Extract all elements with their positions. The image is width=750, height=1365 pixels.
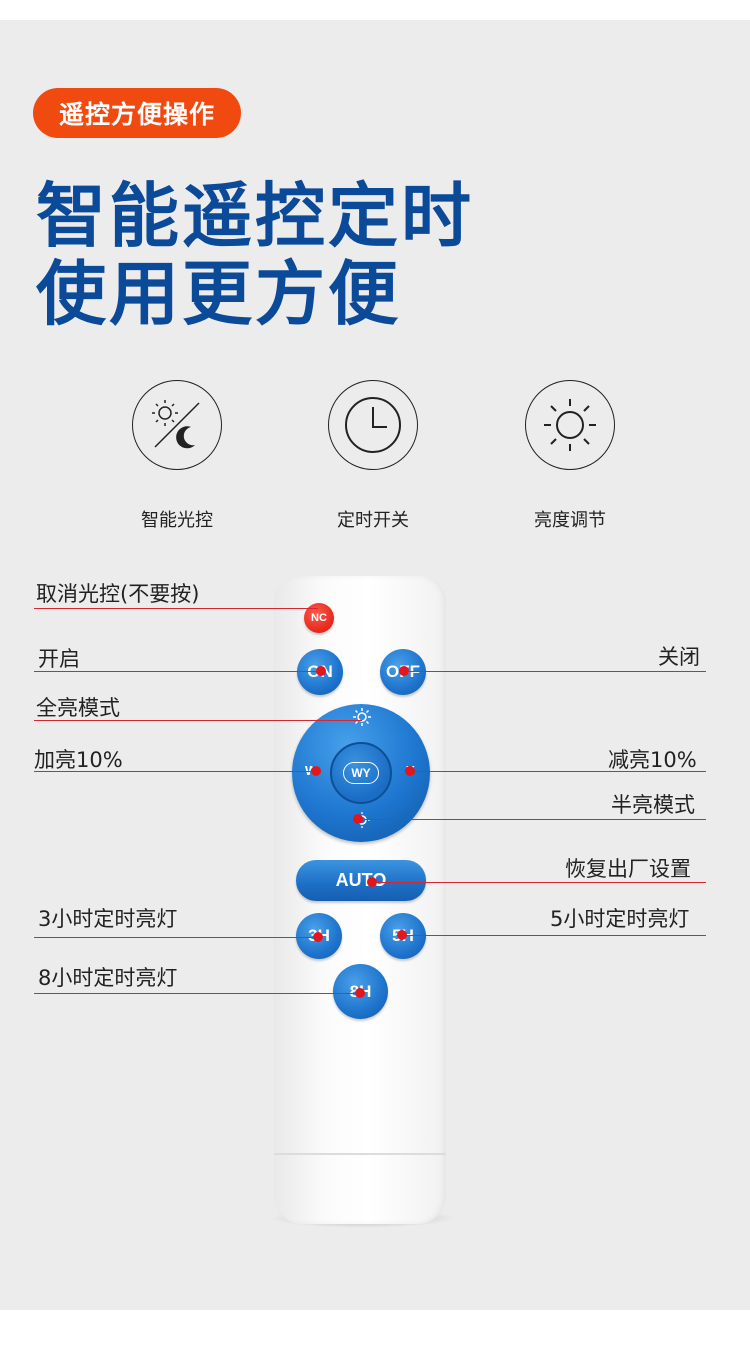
callout-off: 关闭 — [658, 645, 700, 669]
callout-on: 开启 — [38, 647, 80, 671]
feature-badge: 遥控方便操作 — [33, 88, 241, 138]
feature-label: 智能光控 — [141, 510, 213, 531]
sun-icon — [525, 380, 615, 470]
sun-moon-icon — [132, 380, 222, 470]
callout-line — [404, 671, 706, 673]
callout-dot — [355, 988, 365, 998]
headline-line-1: 智能遥控定时 — [36, 175, 474, 257]
callout-line — [34, 993, 360, 995]
remote-seam — [274, 1153, 446, 1155]
callout-line — [402, 935, 706, 937]
feature-label: 定时开关 — [337, 510, 409, 531]
callout-dot — [367, 877, 377, 887]
callout-dot — [316, 666, 326, 676]
callout-8h: 8小时定时亮灯 — [38, 966, 178, 990]
callout-full-bright: 全亮模式 — [36, 696, 120, 720]
callout-dot — [311, 766, 321, 776]
callout-line — [358, 819, 706, 821]
callout-nc: 取消光控(不要按) — [36, 582, 200, 606]
callout-line — [34, 937, 318, 939]
callout-3h: 3小时定时亮灯 — [38, 907, 178, 931]
callout-line — [410, 771, 706, 773]
callout-reset: 恢复出厂设置 — [565, 857, 691, 881]
feature-label: 亮度调节 — [534, 510, 606, 531]
callout-line — [34, 720, 362, 722]
callout-dot — [397, 930, 407, 940]
callout-5h: 5小时定时亮灯 — [550, 907, 690, 931]
wy-label: WY — [343, 762, 379, 784]
callout-line — [372, 882, 706, 884]
callout-line — [34, 608, 318, 610]
callout-line — [34, 671, 322, 673]
callout-dot — [405, 766, 415, 776]
auto-button[interactable]: AUTO — [296, 860, 426, 901]
callout-half-bright: 半亮模式 — [611, 793, 695, 817]
wy-center-button[interactable]: WY — [330, 742, 392, 804]
callout-dot — [399, 666, 409, 676]
headline-line-2: 使用更方便 — [36, 253, 401, 335]
callout-minus: 减亮10% — [608, 748, 697, 772]
callout-plus: 加亮10% — [34, 748, 123, 772]
callout-dot — [353, 814, 363, 824]
full-bright-icon[interactable] — [352, 707, 372, 730]
callout-dot — [313, 932, 323, 942]
feature-brightness: 亮度调节 — [510, 380, 630, 532]
feature-light-control: 智能光控 — [117, 380, 237, 532]
callout-line — [34, 771, 316, 773]
feature-timer: 定时开关 — [313, 380, 433, 532]
clock-icon — [328, 380, 418, 470]
